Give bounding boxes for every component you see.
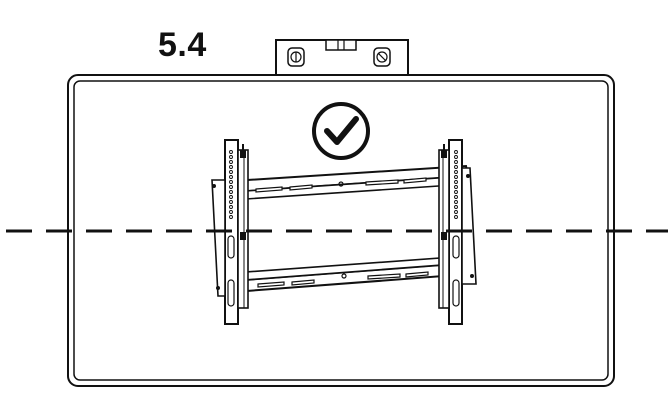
step-label: 5.4: [158, 26, 207, 64]
left-arm-holes: [229, 150, 233, 219]
spirit-level-icon: [275, 39, 409, 76]
tv-wall-mount-bracket-icon: [211, 139, 477, 325]
checkmark-circle-icon: [312, 102, 370, 160]
bottom-rail: [216, 255, 472, 295]
top-rail: [214, 164, 470, 202]
right-arm-holes: [454, 150, 458, 219]
